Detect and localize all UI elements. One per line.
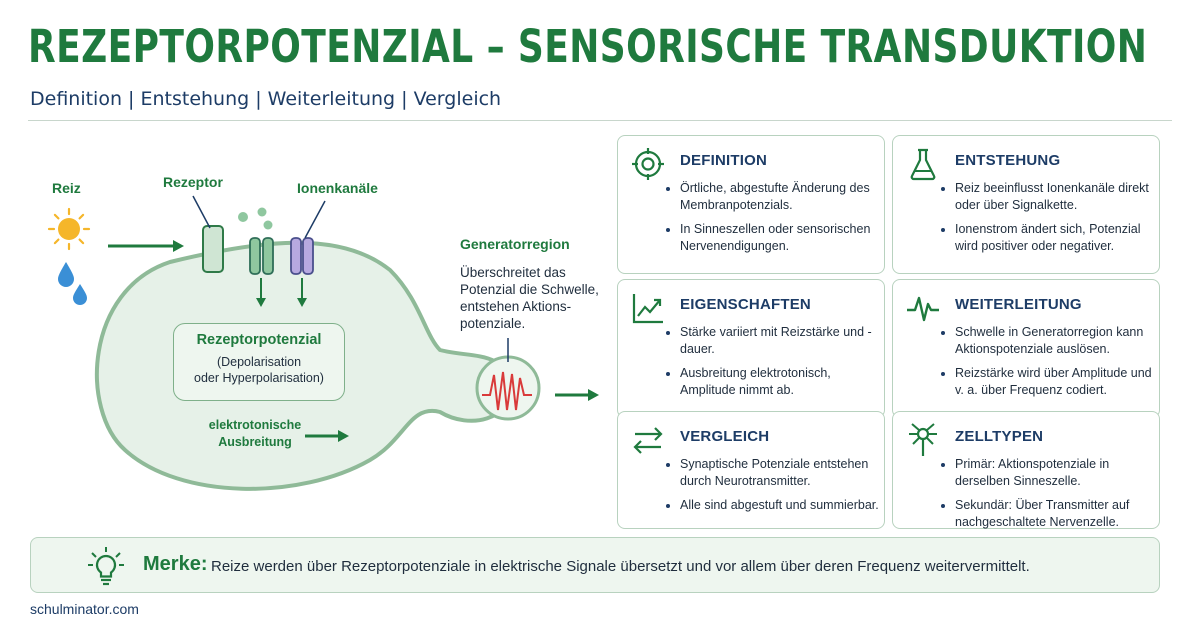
merke-text: Reize werden über Rezeptorpotenziale in …: [211, 558, 1030, 575]
card-definition: DEFINITION Örtliche, abgestufte Änderung…: [617, 135, 885, 274]
rezeptor-label: Rezeptor: [163, 174, 223, 190]
list-item: Sekundär: Über Transmitter auf nachgesch…: [955, 497, 1160, 531]
ion-particles: [238, 207, 273, 230]
water-drop-icon: [73, 284, 87, 305]
list-item: Reiz beeinflusst Ionenkanäle direkt oder…: [955, 180, 1160, 214]
swap-arrows-icon: [633, 427, 663, 454]
sun-icon: [47, 207, 91, 251]
pulse-icon: [907, 296, 939, 322]
elektrotonisch-line-1: elektrotonische: [208, 418, 302, 432]
list-item: Stärke variiert mit Reizstärke und -daue…: [680, 324, 885, 358]
receptor-pointer: [192, 195, 211, 229]
elektrotonisch-line-2: Ausbreitung: [218, 435, 292, 449]
list-item: Örtliche, abgestufte Änderung des Membra…: [680, 180, 885, 214]
generatorregion-label: Generatorregion: [460, 236, 570, 252]
list-item: Schwelle in Generatorregion kann Aktions…: [955, 324, 1160, 358]
target-icon: [632, 148, 664, 180]
ion-flow-arrows: [260, 278, 303, 300]
trend-chart-icon: [632, 294, 663, 324]
receptor-protein: [202, 225, 224, 273]
footer-site: schulminator.com: [30, 601, 139, 617]
ion-channel-green: [249, 237, 274, 275]
page-title: REZEPTORPOTENZIAL – SENSORISCHE TRANSDUK…: [28, 20, 1148, 73]
list-item: Ionenstrom ändert sich, Potenzial wird p…: [955, 221, 1160, 255]
card-weiterleitung: WEITERLEITUNG Schwelle in Generatorregio…: [892, 279, 1160, 418]
list-item: Ausbreitung elektrotonisch, Amplitude ni…: [680, 365, 885, 399]
card-title: DEFINITION: [680, 152, 767, 169]
list-item: Primär: Aktionspotenziale in derselben S…: [955, 456, 1160, 490]
rezeptorpotenzial-desc-1: (Depolarisation: [216, 355, 302, 369]
card-title: VERGLEICH: [680, 428, 770, 445]
card-zelltypen: ZELLTYPEN Primär: Aktionspotenziale in d…: [892, 411, 1160, 529]
card-title: EIGENSCHAFTEN: [680, 296, 811, 313]
list-item: In Sinneszellen oder sensorischen Nerven…: [680, 221, 885, 255]
generatorregion-text: Überschreitet das Potenzial die Schwelle…: [460, 265, 599, 331]
card-title: WEITERLEITUNG: [955, 296, 1082, 313]
rezeptorpotenzial-desc-2: oder Hyperpolarisation): [194, 371, 324, 385]
list-item: Synaptische Potenziale entstehen durch N…: [680, 456, 885, 490]
card-title: ZELLTYPEN: [955, 428, 1044, 445]
card-entstehung: ENTSTEHUNG Reiz beeinflusst Ionenkanäle …: [892, 135, 1160, 274]
elektrotonische-ausbreitung-label: elektrotonische Ausbreitung: [205, 417, 305, 451]
ionenkanaele-label: Ionenkanäle: [297, 180, 378, 196]
merke-banner: Merke: Reize werden über Rezeptorpotenzi…: [30, 537, 1160, 593]
action-potential-spikes: [482, 371, 532, 411]
list-item: Alle sind abgestuft und summierbar.: [680, 497, 885, 514]
electrotonic-arrow: [305, 430, 349, 442]
ion-channel-purple: [290, 237, 314, 275]
reiz-label: Reiz: [52, 180, 81, 196]
output-arrow: [555, 389, 599, 401]
header-divider: [28, 120, 1172, 121]
rezeptorpotenzial-title: Rezeptorpotenzial: [196, 332, 322, 348]
neuron-icon: [909, 423, 937, 456]
card-vergleich: VERGLEICH Synaptische Potenziale entsteh…: [617, 411, 885, 529]
card-eigenschaften: EIGENSCHAFTEN Stärke variiert mit Reizst…: [617, 279, 885, 418]
list-item: Reizstärke wird über Amplitude und v. a.…: [955, 365, 1160, 399]
merke-label: Merke:: [143, 553, 208, 575]
water-drop-icon: [58, 262, 74, 287]
lightbulb-icon: [88, 547, 124, 586]
rezeptorpotenzial-box: Rezeptorpotenzial (Depolarisation oder H…: [173, 323, 345, 401]
card-title: ENTSTEHUNG: [955, 152, 1061, 169]
page-subtitle: Definition | Entstehung | Weiterleitung …: [30, 88, 502, 110]
ionenkanaele-pointer: [304, 200, 326, 239]
flask-icon: [910, 148, 936, 181]
stimulus-arrow: [108, 240, 184, 252]
